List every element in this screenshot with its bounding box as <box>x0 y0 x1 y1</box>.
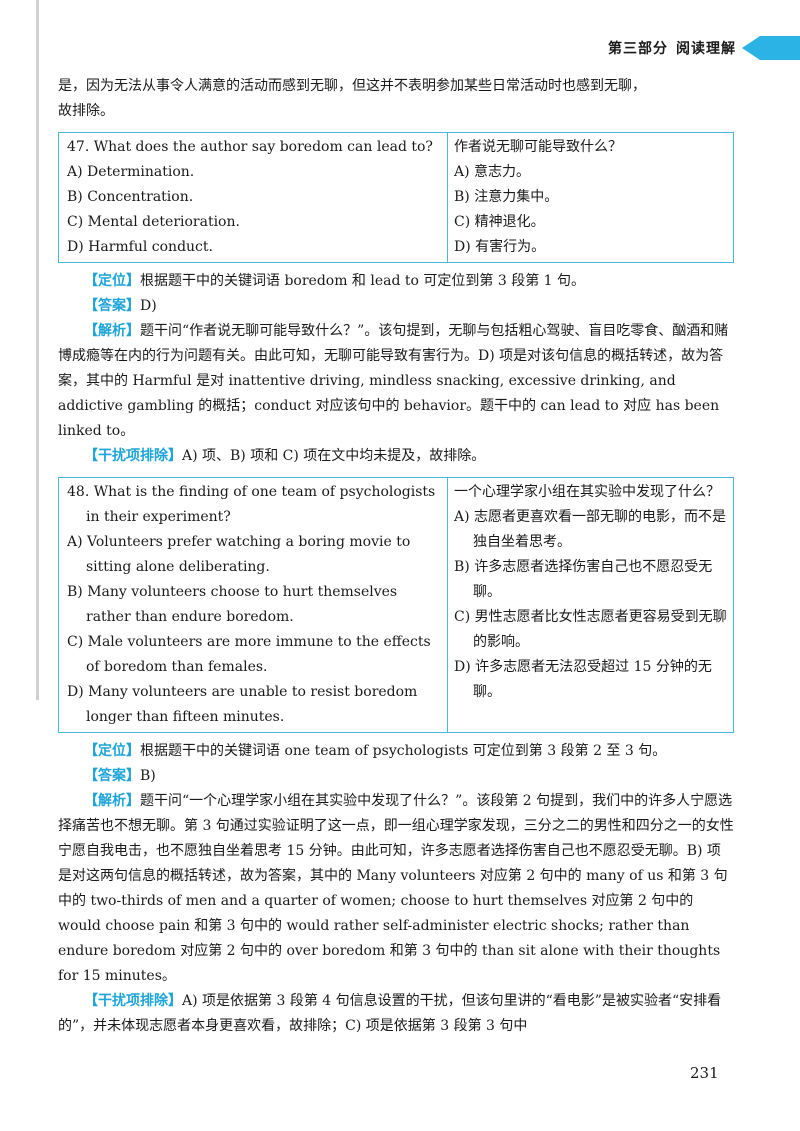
header-part: 第三部分 <box>608 41 668 57</box>
q47-option-d-en: D) Harmful conduct. <box>67 239 213 255</box>
question-47-table: 47. What does the author say boredom can… <box>58 132 734 263</box>
q48-option-b-zh: B) 许多志愿者选择伤害自己也不愿忍受无聊。 <box>454 559 713 600</box>
q47-locate-text: 根据题干中的关键词语 boredom 和 lead to 可定位到第 3 段第 … <box>140 273 586 289</box>
q48-option-d-en: D) Many volunteers are unable to resist … <box>67 684 418 725</box>
q48-option-a-en: A) Volunteers prefer watching a boring m… <box>67 534 411 575</box>
question-48-table: 48. What is the finding of one team of p… <box>58 477 734 733</box>
intro-line-1: 是，因为无法从事令人满意的活动而感到无聊，但这并不表明参加某些日常活动时也感到无… <box>58 78 646 94</box>
q47-distractor-text: A) 项、B) 项和 C) 项在文中均未提及，故排除。 <box>182 448 486 464</box>
q48-stem-en: 48. What is the finding of one team of p… <box>67 484 436 525</box>
q48-option-b-en: B) Many volunteers choose to hurt themse… <box>67 584 398 625</box>
q47-option-c-zh: C) 精神退化。 <box>454 214 545 230</box>
q47-answer: 【答案】D) <box>58 294 734 319</box>
distractor-tag: 【干扰项排除】 <box>84 993 182 1009</box>
header-title: 第三部分阅读理解 <box>600 38 736 58</box>
q48-distractor: 【干扰项排除】A) 项是依据第 3 段第 4 句信息设置的干扰，但该句里讲的“看… <box>58 989 734 1039</box>
intro-line-2: 故排除。 <box>58 103 114 119</box>
q48-option-a-zh: A) 志愿者更喜欢看一部无聊的电影，而不是独自坐着思考。 <box>454 509 727 550</box>
question-48-chinese: 一个心理学家小组在其实验中发现了什么？ A) 志愿者更喜欢看一部无聊的电影，而不… <box>448 478 733 732</box>
question-47-chinese: 作者说无聊可能导致什么？ A) 意志力。 B) 注意力集中。 C) 精神退化。 … <box>448 133 733 262</box>
q47-option-a-en: A) Determination. <box>67 164 195 180</box>
q48-stem-zh: 一个心理学家小组在其实验中发现了什么？ <box>454 484 720 500</box>
analysis-tag: 【解析】 <box>84 793 140 809</box>
distractor-tag: 【干扰项排除】 <box>84 448 182 464</box>
q48-option-c-zh: C) 男性志愿者比女性志愿者更容易受到无聊的影响。 <box>454 609 727 650</box>
q47-option-c-en: C) Mental deterioration. <box>67 214 240 230</box>
answer-tag: 【答案】 <box>84 768 140 784</box>
q47-locate: 【定位】根据题干中的关键词语 boredom 和 lead to 可定位到第 3… <box>58 269 734 294</box>
intro-paragraph: 是，因为无法从事令人满意的活动而感到无聊，但这并不表明参加某些日常活动时也感到无… <box>58 74 734 124</box>
page-content: 是，因为无法从事令人满意的活动而感到无聊，但这并不表明参加某些日常活动时也感到无… <box>58 74 734 1039</box>
q48-answer: 【答案】B) <box>58 764 734 789</box>
q47-option-d-zh: D) 有害行为。 <box>454 239 546 255</box>
q47-answer-text: D) <box>140 298 157 314</box>
q47-option-b-zh: B) 注意力集中。 <box>454 189 559 205</box>
q47-analysis: 【解析】题干问“作者说无聊可能导致什么？”。该句提到，无聊与包括粗心驾驶、盲目吃… <box>58 319 734 444</box>
q47-stem-en: 47. What does the author say boredom can… <box>67 139 433 155</box>
q48-distractor-text: A) 项是依据第 3 段第 4 句信息设置的干扰，但该句里讲的“看电影”是被实验… <box>58 993 722 1034</box>
locate-tag: 【定位】 <box>84 273 140 289</box>
q48-option-c-en: C) Male volunteers are more immune to th… <box>67 634 431 675</box>
page-number: 231 <box>690 1064 719 1082</box>
header-section: 阅读理解 <box>676 41 736 57</box>
q48-analysis-text: 题干问“一个心理学家小组在其实验中发现了什么？”。该段第 2 句提到，我们中的许… <box>58 793 734 984</box>
q47-distractor: 【干扰项排除】A) 项、B) 项和 C) 项在文中均未提及，故排除。 <box>58 444 734 469</box>
q48-locate-text: 根据题干中的关键词语 one team of psychologists 可定位… <box>140 743 667 759</box>
q47-analysis-text: 题干问“作者说无聊可能导致什么？”。该句提到，无聊与包括粗心驾驶、盲目吃零食、酗… <box>58 323 729 439</box>
answer-tag: 【答案】 <box>84 298 140 314</box>
question-47-english: 47. What does the author say boredom can… <box>59 133 448 262</box>
q48-answer-text: B) <box>140 768 156 784</box>
header-arrow-icon <box>742 36 760 60</box>
margin-rule <box>36 0 39 700</box>
q47-option-a-zh: A) 意志力。 <box>454 164 531 180</box>
q48-option-d-zh: D) 许多志愿者无法忍受超过 15 分钟的无聊。 <box>454 659 712 700</box>
running-header: 第三部分阅读理解 <box>600 34 800 62</box>
q47-option-b-en: B) Concentration. <box>67 189 194 205</box>
analysis-tag: 【解析】 <box>84 323 140 339</box>
question-48-english: 48. What is the finding of one team of p… <box>59 478 448 732</box>
q48-analysis: 【解析】题干问“一个心理学家小组在其实验中发现了什么？”。该段第 2 句提到，我… <box>58 789 734 989</box>
q48-locate: 【定位】根据题干中的关键词语 one team of psychologists… <box>58 739 734 764</box>
header-bar <box>760 36 800 60</box>
q47-stem-zh: 作者说无聊可能导致什么？ <box>454 139 622 155</box>
locate-tag: 【定位】 <box>84 743 140 759</box>
